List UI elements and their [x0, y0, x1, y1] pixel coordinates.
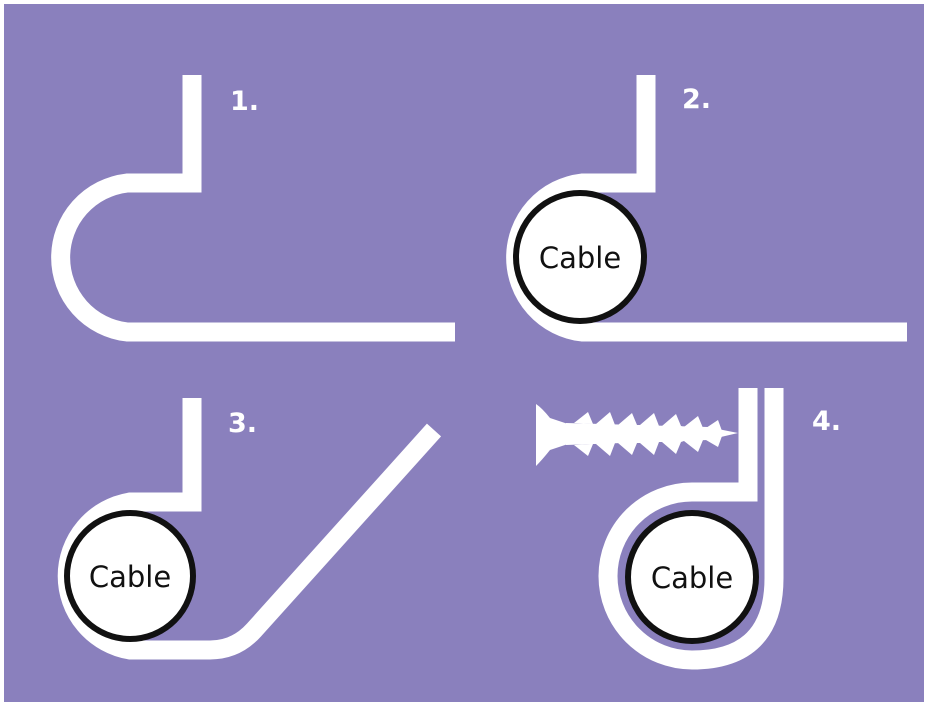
step-4-panel: Cable 4. — [536, 388, 841, 670]
step-1-panel: 1. — [51, 75, 455, 342]
step-3-panel: Cable 3. — [57, 398, 442, 660]
step-3-cable-label: Cable — [89, 560, 171, 594]
step-2-cable-label: Cable — [539, 241, 621, 275]
screw-threads — [574, 412, 722, 456]
step-2-number: 2. — [682, 84, 711, 115]
step-4-number: 4. — [812, 406, 841, 437]
step-4-cable-label: Cable — [651, 561, 733, 595]
step-1-number: 1. — [230, 86, 259, 117]
step-4-cable — [625, 510, 759, 644]
screw-head — [536, 404, 568, 466]
step-2-cable — [513, 190, 647, 324]
step-4-clip-strip — [598, 388, 784, 670]
step-3-number: 3. — [228, 408, 257, 439]
step-2-panel: Cable 2. — [506, 75, 907, 342]
screw-icon — [536, 404, 738, 466]
step-1-clip-strip — [51, 75, 455, 342]
step-3-cable — [64, 510, 196, 642]
